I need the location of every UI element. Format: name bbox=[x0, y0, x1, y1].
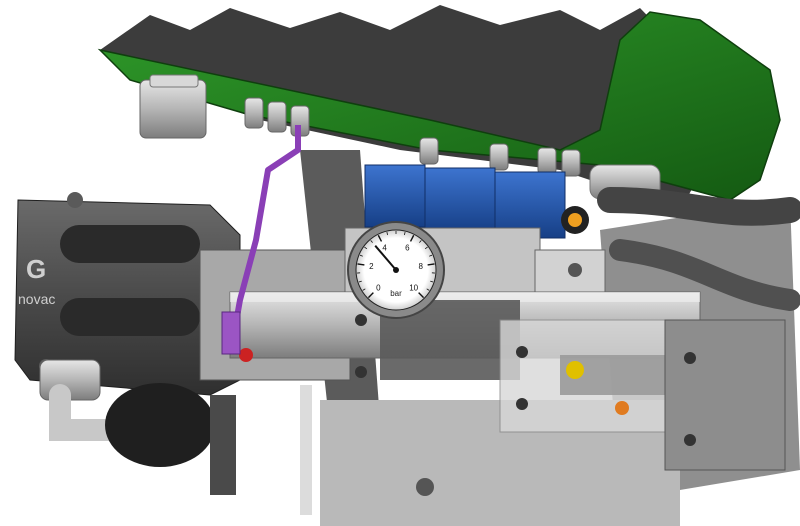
gauge-tick bbox=[424, 246, 428, 250]
green-cover bbox=[97, 11, 781, 201]
cable-gland bbox=[139, 74, 207, 139]
gauge-tick-label: 0 bbox=[376, 284, 381, 293]
gauge-tick bbox=[429, 254, 433, 257]
gauge-tick bbox=[357, 263, 365, 266]
pneumatic-cylinder bbox=[229, 291, 786, 471]
gauge-tick bbox=[427, 263, 435, 266]
gauge-tick bbox=[386, 231, 388, 236]
right-elbow-fittings bbox=[589, 164, 800, 311]
gauge-tick bbox=[370, 240, 373, 243]
gauge-tick bbox=[430, 280, 434, 283]
gauge-tick bbox=[358, 280, 362, 283]
gauge-tick-label: 8 bbox=[418, 262, 423, 271]
novac-logo: G novac bbox=[18, 254, 55, 307]
gauge-tick-label: 6 bbox=[405, 244, 410, 253]
bottom-left-fittings bbox=[39, 359, 434, 515]
logo-wordmark: novac bbox=[18, 291, 55, 307]
gauge-tick-label: 2 bbox=[369, 262, 374, 271]
gauge-tick bbox=[377, 234, 383, 242]
pressure-gauge: 0 24 68 10 bar bbox=[347, 221, 445, 319]
gauge-tick-label: 10 bbox=[409, 284, 418, 293]
gauge-tick-labels: 0 24 68 10 bbox=[369, 244, 423, 293]
gauge-tick bbox=[367, 292, 374, 299]
gauge-tick bbox=[362, 288, 366, 291]
gauge-needle bbox=[374, 245, 397, 271]
gauge-tick bbox=[404, 231, 406, 236]
purple-tube bbox=[221, 125, 301, 355]
gauge-tick bbox=[409, 234, 415, 242]
gauge-tick-label: 4 bbox=[382, 244, 387, 253]
gauge-tick bbox=[419, 240, 422, 243]
logo-mark: G bbox=[26, 254, 46, 284]
gauge-unit: bar bbox=[390, 289, 402, 298]
fittings-row bbox=[244, 97, 581, 177]
gauge-tick bbox=[426, 288, 430, 291]
gauge-tick bbox=[364, 246, 368, 250]
gauge-ticks bbox=[357, 231, 435, 299]
gauge-tick bbox=[418, 292, 425, 299]
gauge-tick bbox=[359, 254, 363, 257]
